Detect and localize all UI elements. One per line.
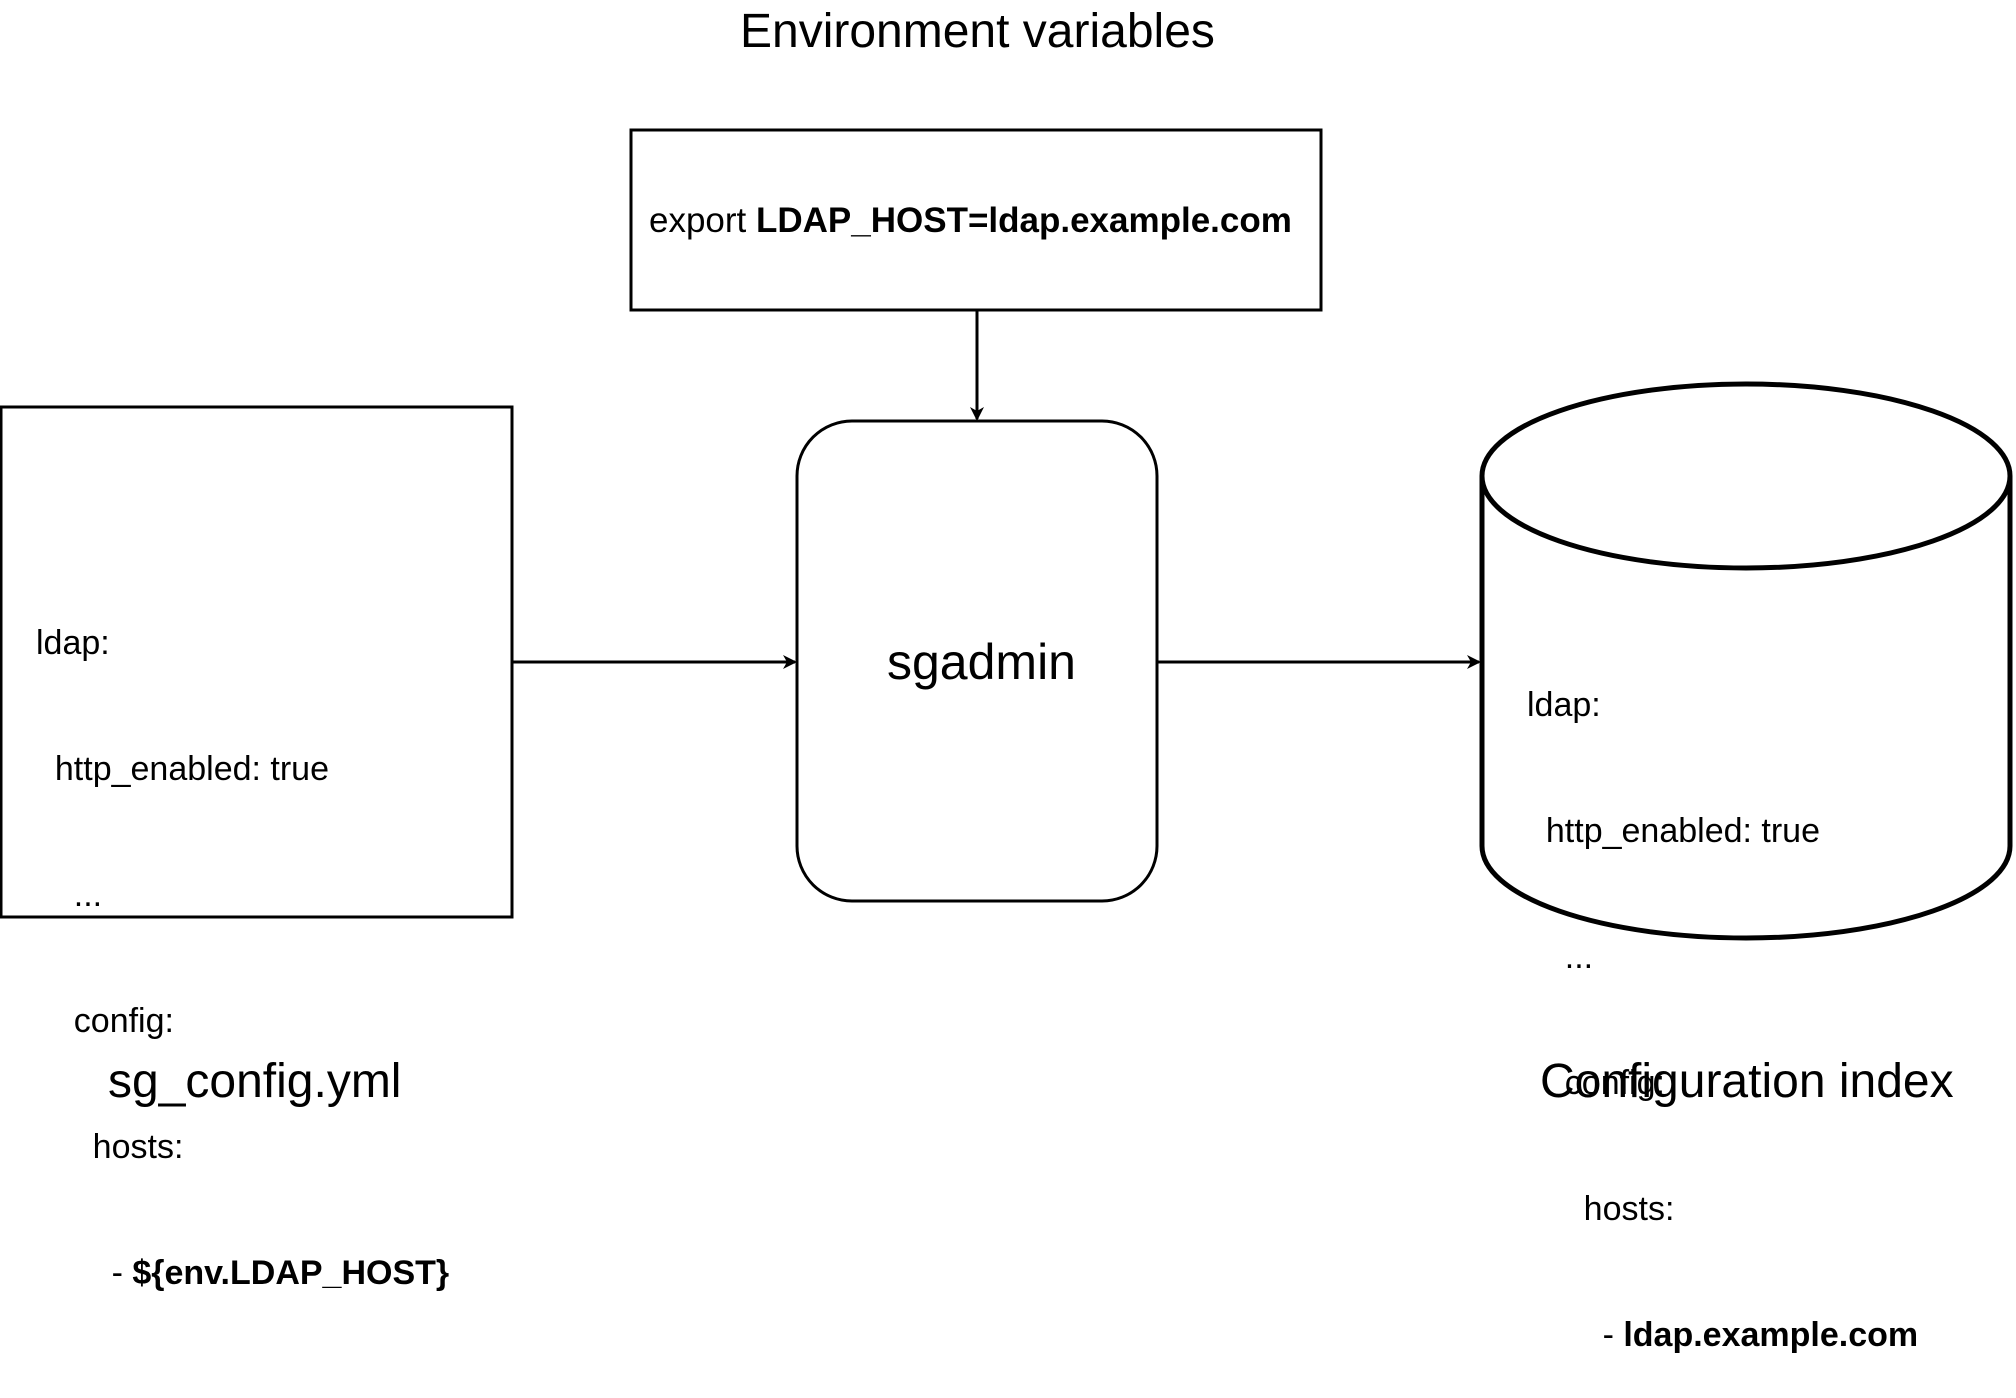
- export-keyword: export: [649, 201, 756, 240]
- code-line: ldap:: [36, 624, 110, 662]
- config-index-cylinder: [1479, 381, 2013, 941]
- diagram-canvas: [0, 128, 2013, 941]
- code-line: ldap:: [1527, 686, 1601, 724]
- config-file-box: [0, 405, 514, 919]
- env-export-line: export LDAP_HOST=ldap.example.com: [649, 201, 1292, 241]
- host-dash: -: [1527, 1316, 1624, 1354]
- host-value-resolved: ldap.example.com: [1623, 1316, 1919, 1354]
- code-line: http_enabled: true: [1527, 812, 1821, 850]
- env-variables-title: Environment variables: [740, 5, 1215, 58]
- code-line: ...: [36, 876, 103, 914]
- code-line: hosts:: [36, 1128, 184, 1166]
- config-index-caption: Configuration index: [1540, 1055, 1954, 1108]
- sgadmin-box: [795, 419, 1159, 903]
- host-dash: -: [36, 1254, 133, 1292]
- code-line: config:: [1527, 1064, 1665, 1102]
- env-variables-box: [629, 128, 1323, 312]
- code-line: http_enabled: true: [36, 750, 330, 788]
- config-index-code: ldap: http_enabled: true ... config: hos…: [1527, 600, 1918, 1398]
- code-line-host: - ${env.LDAP_HOST}: [36, 1252, 450, 1294]
- code-line: hosts:: [1527, 1190, 1675, 1228]
- export-assignment: LDAP_HOST=ldap.example.com: [756, 201, 1292, 240]
- sgadmin-label: sgadmin: [887, 634, 1076, 690]
- code-line-host: - ldap.example.com: [1527, 1314, 1919, 1356]
- config-file-code: ldap: http_enabled: true ... config: hos…: [36, 538, 449, 1336]
- code-line: ...: [1527, 938, 1594, 976]
- host-value-env: ${env.LDAP_HOST}: [132, 1254, 450, 1292]
- config-file-caption: sg_config.yml: [108, 1055, 402, 1108]
- code-line: config:: [36, 1002, 174, 1040]
